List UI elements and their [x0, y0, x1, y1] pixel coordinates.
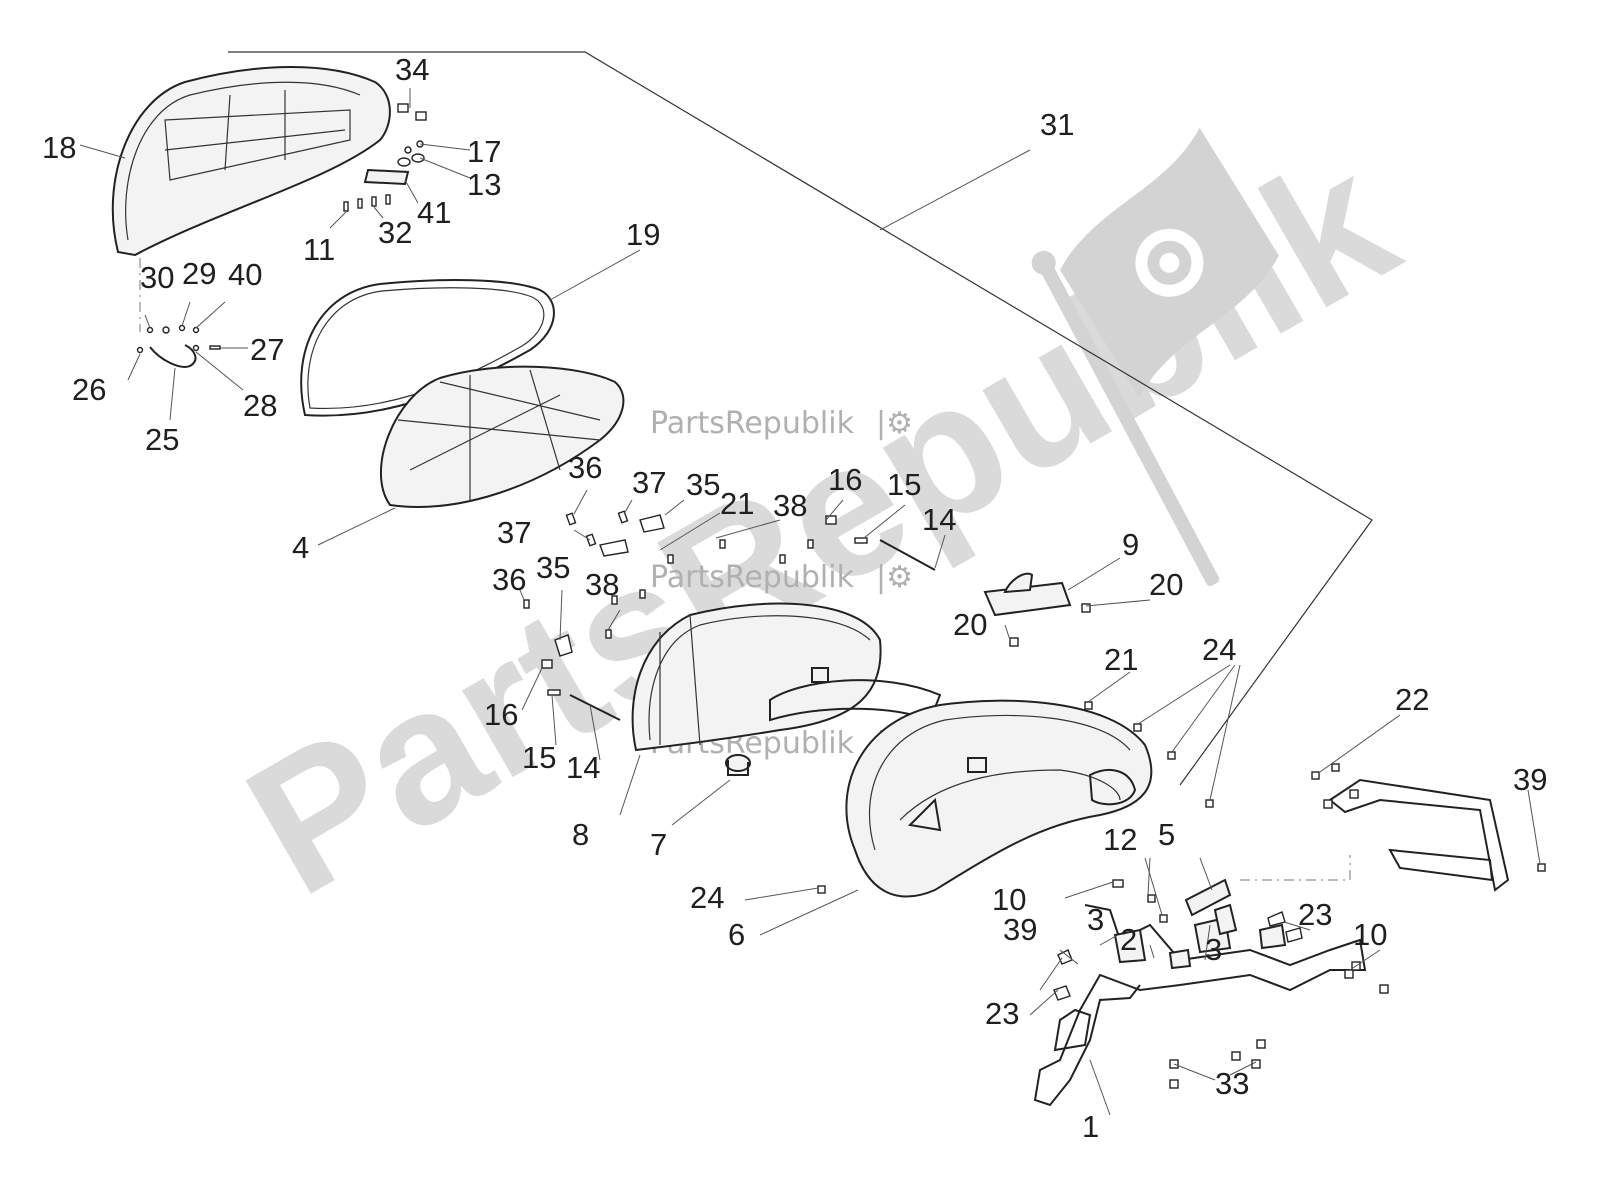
callout-16: 16 [828, 462, 862, 497]
callout-19: 19 [626, 217, 660, 252]
callout-25: 25 [145, 422, 179, 457]
callout-33: 33 [1215, 1066, 1249, 1101]
callout-3: 3 [1087, 902, 1104, 937]
callout-24: 24 [690, 880, 724, 915]
hardware-leaders [519, 489, 1381, 1081]
callout-16: 16 [484, 697, 518, 732]
callout-24: 24 [1202, 632, 1236, 667]
part-31-outline [228, 51, 1373, 786]
leader-31 [879, 149, 1031, 231]
callout-12: 12 [1103, 822, 1137, 857]
callout-23: 23 [1298, 897, 1332, 932]
callout-20: 20 [953, 607, 987, 642]
callout-39: 39 [1003, 912, 1037, 947]
callout-9: 9 [1122, 527, 1139, 562]
callout-labels: 1 2 3 3 4 5 6 7 8 9 10 10 11 12 13 14 14… [42, 52, 1547, 1144]
callout-40: 40 [228, 257, 262, 292]
callout-1: 1 [1082, 1109, 1099, 1144]
callout-29: 29 [182, 256, 216, 291]
callout-32: 32 [378, 215, 412, 250]
callout-26: 26 [72, 372, 106, 407]
part-6-case-body [759, 699, 1153, 936]
callout-3: 3 [1205, 932, 1222, 967]
callout-21: 21 [720, 486, 754, 521]
callout-4: 4 [292, 530, 309, 565]
leader-19 [549, 249, 641, 301]
callout-41: 41 [417, 195, 451, 230]
part-9-handle [983, 557, 1121, 617]
callout-14: 14 [922, 502, 956, 537]
callout-38: 38 [585, 567, 619, 602]
svg-text:PartsRepublik: PartsRepublik [650, 406, 855, 441]
callout-5: 5 [1158, 817, 1175, 852]
gear-icon: |⚙ [876, 560, 913, 595]
callout-27: 27 [250, 332, 284, 367]
callout-11: 11 [303, 232, 335, 267]
callout-35: 35 [686, 467, 720, 502]
part-1-frame [1033, 903, 1367, 1116]
part-18-lid [79, 66, 391, 257]
callout-15: 15 [887, 467, 921, 502]
part-22-bracket [1240, 714, 1546, 892]
callout-37: 37 [632, 465, 666, 500]
small-watermark-1: PartsRepublik |⚙ [650, 406, 913, 441]
callout-17: 17 [467, 134, 501, 169]
callout-20: 20 [1149, 567, 1183, 602]
callout-21: 21 [1104, 642, 1138, 677]
callout-8: 8 [572, 817, 589, 852]
callout-23: 23 [985, 996, 1019, 1031]
callout-35: 35 [536, 550, 570, 585]
callout-13: 13 [467, 167, 501, 202]
callout-28: 28 [243, 388, 277, 423]
gear-flag-icon [1031, 127, 1279, 587]
callout-34: 34 [395, 52, 429, 87]
callout-7: 7 [650, 827, 667, 862]
callout-39: 39 [1513, 762, 1547, 797]
screws-11-32 [329, 194, 391, 229]
callout-36: 36 [492, 562, 526, 597]
small-fasteners [523, 510, 1389, 1089]
callout-10: 10 [1353, 917, 1387, 952]
svg-text:PartsRepublik: PartsRepublik [650, 560, 855, 595]
callout-6: 6 [728, 917, 745, 952]
callout-2: 2 [1120, 922, 1137, 957]
part-4-cushion [317, 365, 625, 546]
part-7-lock [671, 754, 751, 826]
callout-14: 14 [566, 750, 600, 785]
callout-10: 10 [992, 882, 1026, 917]
callout-36: 36 [568, 450, 602, 485]
strap-25-26-27-28 [127, 258, 248, 421]
callout-38: 38 [773, 488, 807, 523]
callout-22: 22 [1395, 682, 1429, 717]
callout-15: 15 [522, 740, 556, 775]
callout-18: 18 [42, 130, 76, 165]
small-watermark-2: PartsRepublik |⚙ [650, 560, 913, 595]
callout-30: 30 [140, 260, 174, 295]
gear-icon: |⚙ [876, 406, 913, 441]
callout-31: 31 [1040, 107, 1074, 142]
callout-37: 37 [497, 515, 531, 550]
hardware-34-17-13-41 [363, 88, 471, 204]
